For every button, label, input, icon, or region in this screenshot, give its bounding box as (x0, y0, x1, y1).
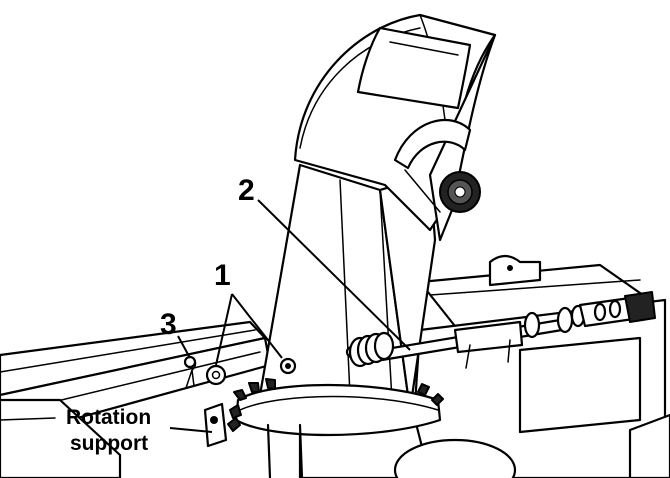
leader-2 (257, 199, 411, 351)
rotation-support-label-line2: support (70, 432, 148, 455)
leader-rotation-support (169, 427, 213, 433)
adjustment-knob (439, 171, 481, 213)
housing-frame (0, 254, 670, 478)
leader-1b (231, 293, 283, 359)
callout-2: 2 (238, 174, 255, 207)
loose-parts (183, 355, 228, 448)
rotation-rod (348, 291, 656, 369)
rotation-support-bracket (203, 402, 228, 448)
leader-1a (215, 293, 233, 366)
callout-3: 3 (160, 308, 177, 341)
leader-3 (177, 335, 191, 359)
rotation-ring (227, 378, 444, 478)
leader-lines (169, 199, 411, 433)
rotation-support-label-line1: Rotation (66, 406, 151, 429)
callout-1: 1 (214, 259, 231, 292)
